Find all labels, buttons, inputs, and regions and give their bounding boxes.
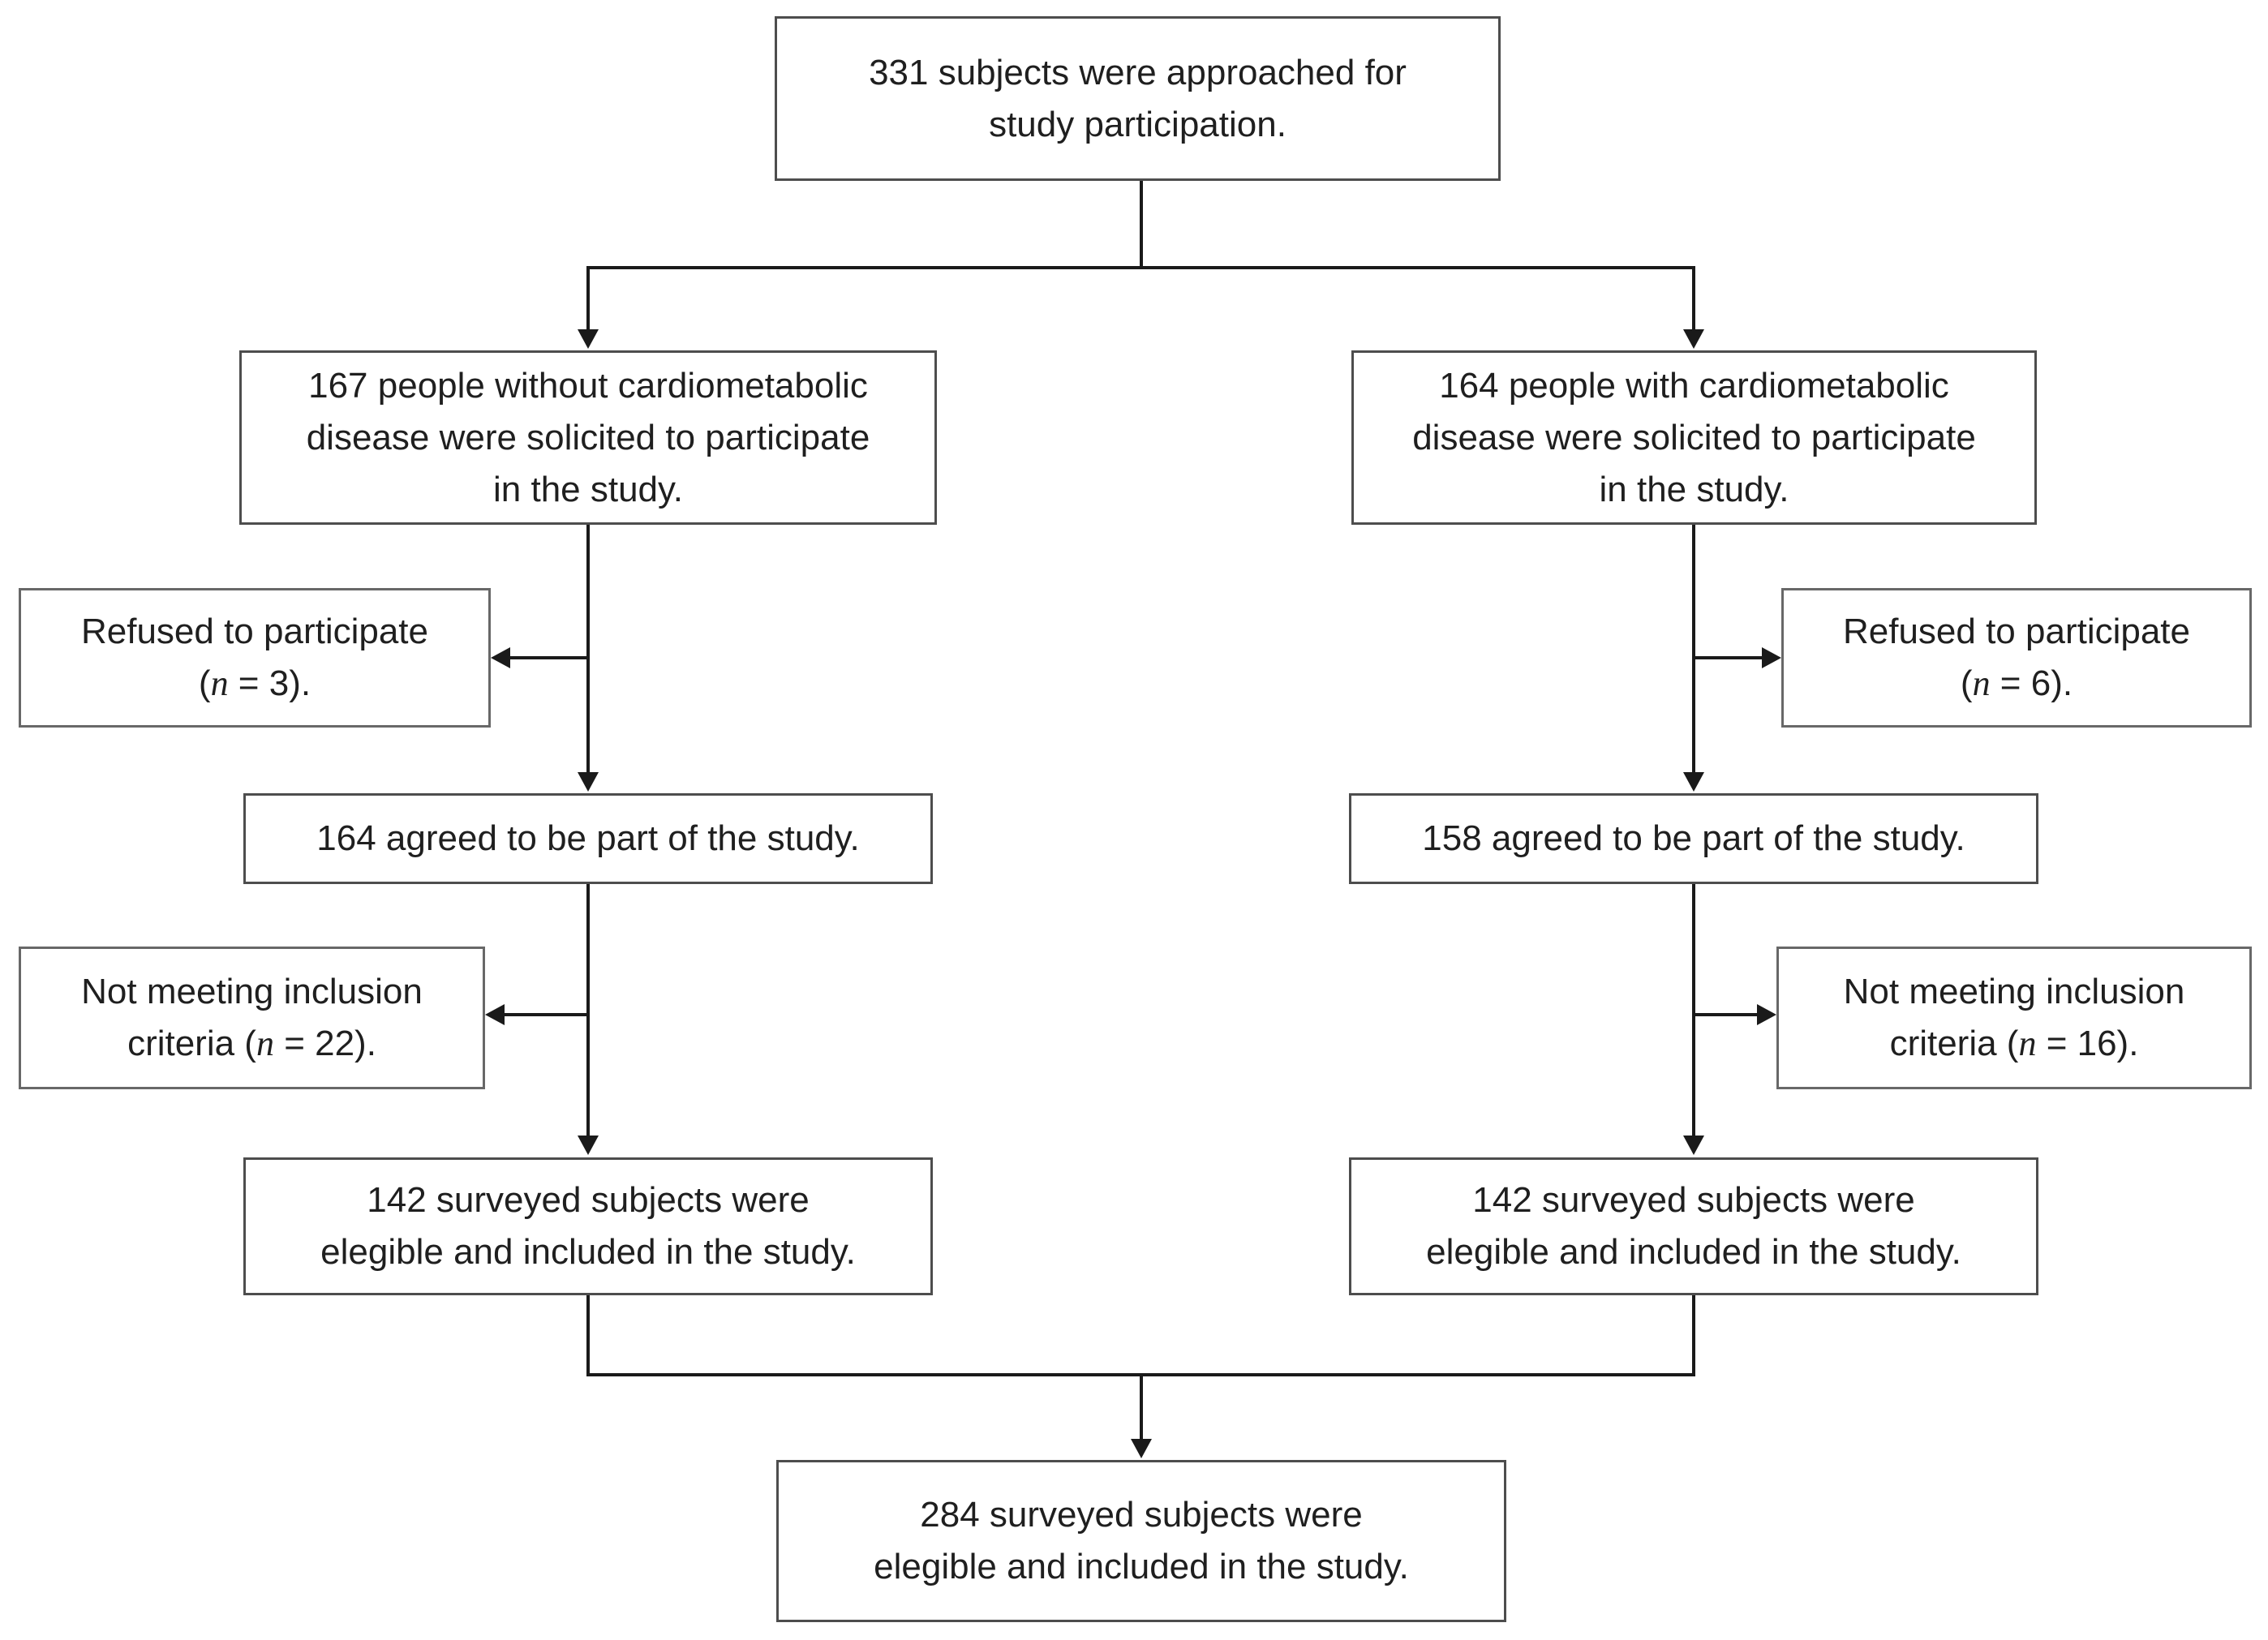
node-text-line: 164 agreed to be part of the study. <box>316 818 860 858</box>
node-text-line: in the study. <box>1599 469 1789 509</box>
node-text-line: Refused to participate <box>1842 612 2191 651</box>
node-text-line: Not meeting inclusion <box>81 972 423 1011</box>
node-left-agreed: 164 agreed to be part of the study. <box>243 793 933 884</box>
connector-final-stem <box>1140 1373 1143 1440</box>
connector-left-stem-1 <box>586 525 590 775</box>
arrowhead-down <box>1683 329 1704 349</box>
node-text-line: 167 people without cardiometabolic <box>308 365 868 406</box>
text-segment: = 22). <box>273 1024 376 1063</box>
node-text-line: Refused to participate <box>80 612 429 651</box>
connector-right-stem-2 <box>1692 884 1695 1138</box>
text-segment: criteria ( <box>1889 1024 2019 1063</box>
node-text-line: elegible and included in the study. <box>874 1547 1409 1586</box>
arrowhead-down <box>578 329 599 349</box>
arrowhead-right <box>1757 1004 1776 1025</box>
node-right-agreed: 158 agreed to be part of the study. <box>1349 793 2038 884</box>
node-text-line: elegible and included in the study. <box>1426 1232 1961 1272</box>
node-left-solicited: 167 people without cardiometabolic disea… <box>239 350 937 525</box>
arrowhead-right <box>1762 647 1781 668</box>
node-text-line: 158 agreed to be part of the study. <box>1422 818 1965 858</box>
node-text-line: criteria (n = 22). <box>127 1018 376 1070</box>
node-text-line: (n = 3). <box>199 658 311 710</box>
node-text-line: 142 surveyed subjects were <box>367 1180 810 1220</box>
node-right-eligible: 142 surveyed subjects were elegible and … <box>1349 1157 2038 1295</box>
text-segment: = 6). <box>1990 663 2073 703</box>
arrowhead-down <box>1131 1439 1152 1458</box>
node-text-line: in the study. <box>493 469 683 509</box>
node-text-line: (n = 6). <box>1961 658 2073 710</box>
node-text-line: disease were solicited to participate <box>1412 417 1976 457</box>
node-text-line: study participation. <box>989 104 1286 144</box>
arrowhead-down <box>578 1136 599 1155</box>
connector-right-refused-branch <box>1694 656 1767 659</box>
node-right-solicited: 164 people with cardiometabolic disease … <box>1351 350 2037 525</box>
text-segment: ( <box>198 663 211 703</box>
text-segment: = 3). <box>228 663 311 703</box>
node-text-line: 142 surveyed subjects were <box>1472 1180 1915 1220</box>
node-approached: 331 subjects were approached for study p… <box>775 16 1501 181</box>
text-segment: = 16). <box>2036 1024 2139 1063</box>
node-text-line: Not meeting inclusion <box>1843 972 2185 1011</box>
arrowhead-down <box>1683 772 1704 792</box>
node-total-eligible: 284 surveyed subjects were elegible and … <box>776 1460 1506 1622</box>
connector-top-stem <box>1140 181 1143 269</box>
connector-left-refused-branch <box>505 656 588 659</box>
node-text-line: 284 surveyed subjects were <box>920 1495 1363 1535</box>
node-text-line: 331 subjects were approached for <box>869 52 1407 92</box>
connector-left-stem-2 <box>586 884 590 1138</box>
node-left-eligible: 142 surveyed subjects were elegible and … <box>243 1157 933 1295</box>
n-symbol: n <box>2018 1024 2037 1063</box>
connector-right-drop <box>1692 266 1695 333</box>
text-segment: criteria ( <box>127 1024 256 1063</box>
n-symbol: n <box>1972 663 1991 703</box>
connector-left-drop <box>586 266 590 333</box>
connector-left-excluded-branch <box>501 1013 588 1016</box>
n-symbol: n <box>210 663 229 703</box>
arrowhead-down <box>1683 1136 1704 1155</box>
connector-right-merge <box>1692 1295 1695 1376</box>
arrowhead-left <box>485 1004 505 1025</box>
node-right-refused: Refused to participate (n = 6). <box>1781 588 2252 728</box>
node-left-refused: Refused to participate (n = 3). <box>19 588 491 728</box>
text-segment: ( <box>1960 663 1973 703</box>
connector-split-bar <box>586 266 1695 269</box>
connector-right-stem-1 <box>1692 525 1695 775</box>
connector-left-merge <box>586 1295 590 1376</box>
node-left-excluded: Not meeting inclusion criteria (n = 22). <box>19 947 485 1089</box>
node-text-line: elegible and included in the study. <box>320 1232 856 1272</box>
node-right-excluded: Not meeting inclusion criteria (n = 16). <box>1776 947 2252 1089</box>
node-text-line: criteria (n = 16). <box>1890 1018 2139 1070</box>
node-text-line: 164 people with cardiometabolic <box>1439 365 1949 406</box>
n-symbol: n <box>256 1024 274 1063</box>
arrowhead-left <box>491 647 510 668</box>
node-text-line: disease were solicited to participate <box>306 417 870 457</box>
arrowhead-down <box>578 772 599 792</box>
connector-right-excluded-branch <box>1694 1013 1760 1016</box>
